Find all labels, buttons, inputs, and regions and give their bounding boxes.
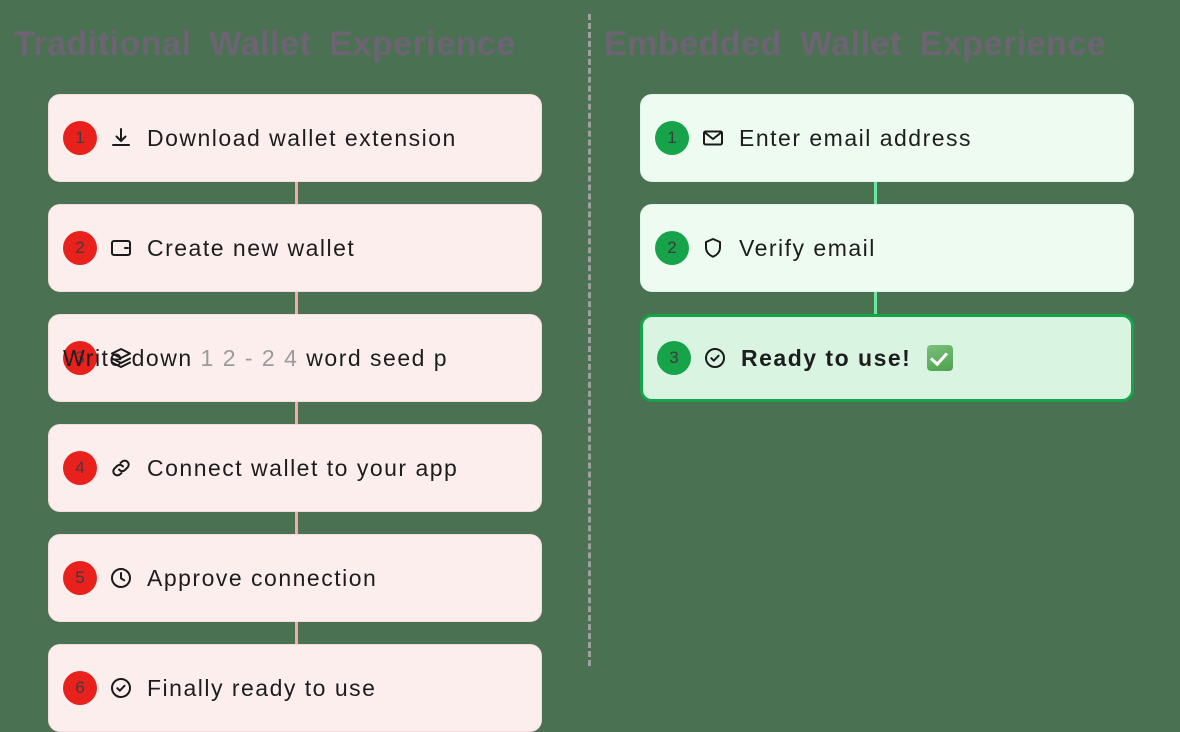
step-card-traditional-5[interactable]: 5 Approve connection [48, 534, 542, 622]
step-connector [295, 512, 298, 534]
step-badge: 3 [657, 341, 691, 375]
list-item[interactable]: 1 Download wallet extension [48, 94, 542, 182]
column-traditional: Traditional Wallet Experience 1 Download w… [0, 0, 590, 732]
comparison-board: Traditional Wallet Experience 1 Download w… [0, 0, 1180, 688]
shield-icon [701, 236, 725, 260]
step-badge: 3 [63, 341, 97, 375]
heading-traditional: Traditional Wallet Experience [14, 25, 516, 64]
connector-gap [48, 182, 542, 204]
heading-embedded-word3: Experience [919, 25, 1107, 63]
list-item[interactable]: 2 Verify email [640, 204, 1134, 292]
heading-embedded: Embedded Wallet Experience [604, 25, 1106, 64]
column-divider [588, 14, 591, 666]
step-card-traditional-1[interactable]: 1 Download wallet extension [48, 94, 542, 182]
step-label: Write down 1 2 - 2 4 word seed p [63, 345, 448, 372]
step-label-pre: Write down [63, 344, 201, 371]
step-badge: 1 [63, 121, 97, 155]
mail-icon [701, 126, 725, 150]
step-badge: 1 [655, 121, 689, 155]
white-check-mark-icon [927, 344, 954, 371]
step-label-post: word seed p [298, 344, 449, 371]
step-card-embedded-2[interactable]: 2 Verify email [640, 204, 1134, 292]
step-badge: 2 [63, 231, 97, 265]
step-card-traditional-3[interactable]: 3 Write down 1 2 - 2 4 word seed p [48, 314, 542, 402]
step-label: Approve connection [147, 564, 378, 591]
clock-icon [109, 566, 133, 590]
connector-gap [48, 512, 542, 534]
step-label: Download wallet extension [147, 124, 457, 151]
heading-traditional-word3: Experience [329, 25, 516, 63]
step-label: Enter email address [739, 124, 973, 151]
download-icon [109, 126, 133, 150]
step-connector [295, 402, 298, 424]
step-label: Verify email [739, 234, 876, 261]
list-item[interactable]: 6 Finally ready to use [48, 644, 542, 732]
check-circle-icon [703, 346, 727, 370]
step-label: Finally ready to use [147, 674, 377, 701]
step-connector [295, 292, 298, 314]
step-badge: 4 [63, 451, 97, 485]
heading-traditional-word2: Wallet [209, 25, 312, 63]
step-label: Create new wallet [147, 234, 356, 261]
list-item[interactable]: 3 Write down 1 2 - 2 4 word seed p [48, 314, 542, 402]
step-label-ready: Ready to use! [741, 344, 912, 371]
list-item[interactable]: 2 Create new wallet [48, 204, 542, 292]
step-badge: 6 [63, 671, 97, 705]
heading-embedded-word1: Embedded [604, 25, 782, 63]
step-card-traditional-2[interactable]: 2 Create new wallet [48, 204, 542, 292]
step-card-traditional-4[interactable]: 4 Connect wallet to your app [48, 424, 542, 512]
step-connector [295, 182, 298, 204]
connector-gap [48, 402, 542, 424]
connector-gap [48, 622, 542, 644]
wallet-icon [109, 236, 133, 260]
list-item[interactable]: 4 Connect wallet to your app [48, 424, 542, 512]
connector-gap [48, 292, 542, 314]
step-label-seed-count: 1 2 - 2 4 [200, 344, 299, 371]
connector-gap [640, 292, 1134, 314]
step-card-embedded-1[interactable]: 1 Enter email address [640, 94, 1134, 182]
step-badge: 5 [63, 561, 97, 595]
step-badge: 2 [655, 231, 689, 265]
step-label: Connect wallet to your app [147, 454, 459, 481]
connector-gap [640, 182, 1134, 204]
list-item[interactable]: 1 Enter email address [640, 94, 1134, 182]
check-circle-icon [109, 676, 133, 700]
link-icon [109, 456, 133, 480]
layers-icon [109, 346, 133, 370]
traditional-step-list: 1 Download wallet extension 2 Create new… [48, 94, 542, 732]
step-connector [295, 622, 298, 644]
column-embedded: Embedded Wallet Experience 1 Enter email a… [590, 0, 1180, 688]
step-connector [874, 182, 877, 204]
heading-traditional-word1: Traditional [14, 25, 192, 63]
step-label: Ready to use! [741, 344, 954, 372]
step-card-embedded-3[interactable]: 3 Ready to use! [640, 314, 1134, 402]
step-card-traditional-6[interactable]: 6 Finally ready to use [48, 644, 542, 732]
embedded-step-list: 1 Enter email address 2 Verify email [640, 94, 1134, 402]
list-item[interactable]: 3 Ready to use! [640, 314, 1134, 402]
step-connector [874, 292, 877, 314]
list-item[interactable]: 5 Approve connection [48, 534, 542, 622]
heading-embedded-word2: Wallet [799, 25, 902, 63]
